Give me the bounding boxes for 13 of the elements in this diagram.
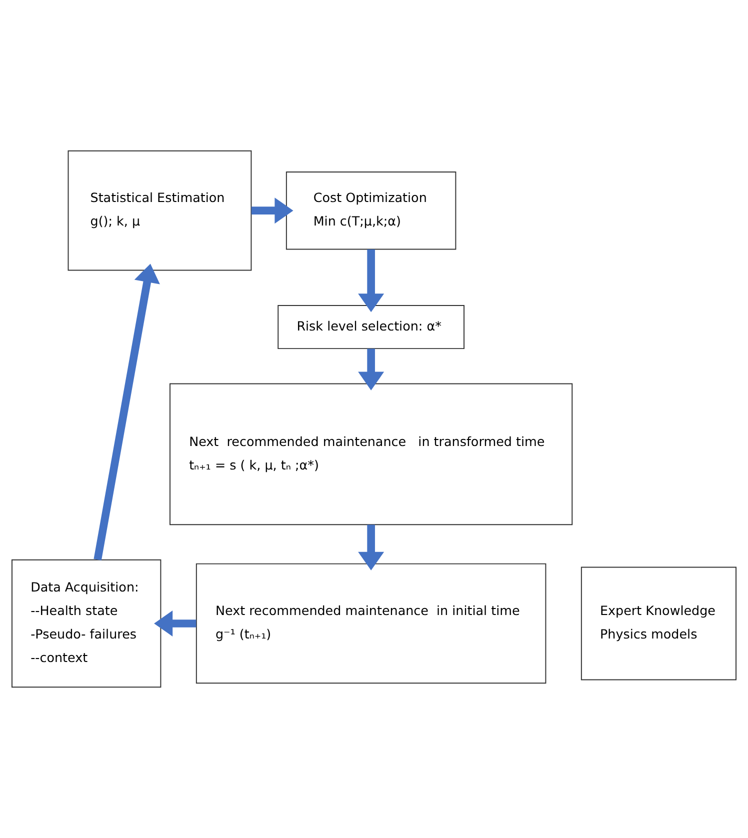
arrow (154, 610, 196, 636)
arrow (358, 348, 384, 390)
arrow (358, 249, 384, 312)
node-box: Next recommended maintenance in initial time g⁻¹ (tₙ₊₁) (196, 563, 546, 684)
node-box: Data Acquisition: --Health state -Pseudo- failures --context (12, 559, 162, 688)
node-box: Statistical Estimation g(); k, μ (68, 150, 252, 271)
node-box: Next recommended maintenance in transformed time tₙ₊₁ = s ( k, μ, tₙ ;α*) (170, 383, 573, 526)
node-box: Risk level selection: α* (278, 305, 464, 350)
node-box: Expert Knowledge Physics models (580, 566, 736, 680)
arrow (94, 264, 160, 560)
arrow (251, 198, 294, 224)
arrow (358, 524, 384, 570)
node-box: Cost Optimization Min c(T;μ,k;α) (286, 171, 456, 250)
